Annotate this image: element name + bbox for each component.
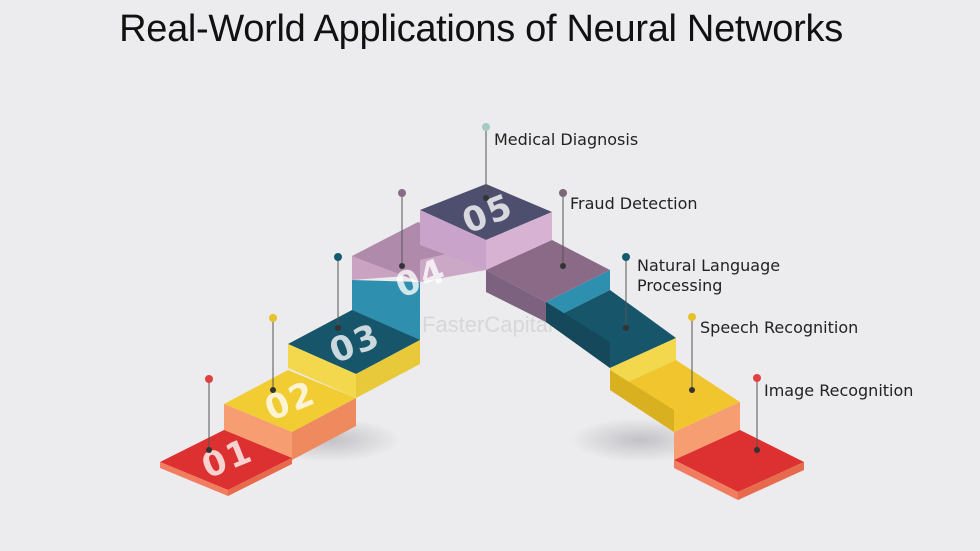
label-speech-recognition: Speech Recognition: [700, 318, 858, 337]
step-05-top: 05: [420, 184, 552, 270]
step-02-left: 02: [224, 370, 356, 460]
label-natural-language-2: Processing: [637, 276, 722, 295]
step-02-right: [610, 360, 740, 460]
step-03-left: 03: [288, 310, 420, 398]
step-04-right: [486, 240, 610, 322]
step-01-right: [674, 430, 804, 500]
page-title: Real-World Applications of Neural Networ…: [119, 8, 843, 50]
step-03-right: [546, 290, 676, 390]
pin-left-03: [334, 253, 342, 331]
step-01-left: 01: [160, 430, 292, 496]
label-medical-diagnosis: Medical Diagnosis: [494, 130, 638, 149]
label-natural-language-1: Natural Language: [637, 256, 780, 275]
pin-fraud-detection: [559, 189, 567, 269]
label-image-recognition: Image Recognition: [764, 381, 913, 400]
pin-image-recognition: [753, 374, 761, 453]
pin-left-04: [398, 189, 406, 269]
pin-speech-recognition: [688, 313, 696, 393]
pin-natural-language: [622, 253, 630, 331]
watermark-text: FasterCapital: [422, 312, 553, 337]
pin-medical-diagnosis: [482, 123, 490, 201]
pin-left-01: [205, 375, 213, 453]
pin-left-02: [269, 314, 277, 393]
label-fraud-detection: Fraud Detection: [570, 194, 698, 213]
